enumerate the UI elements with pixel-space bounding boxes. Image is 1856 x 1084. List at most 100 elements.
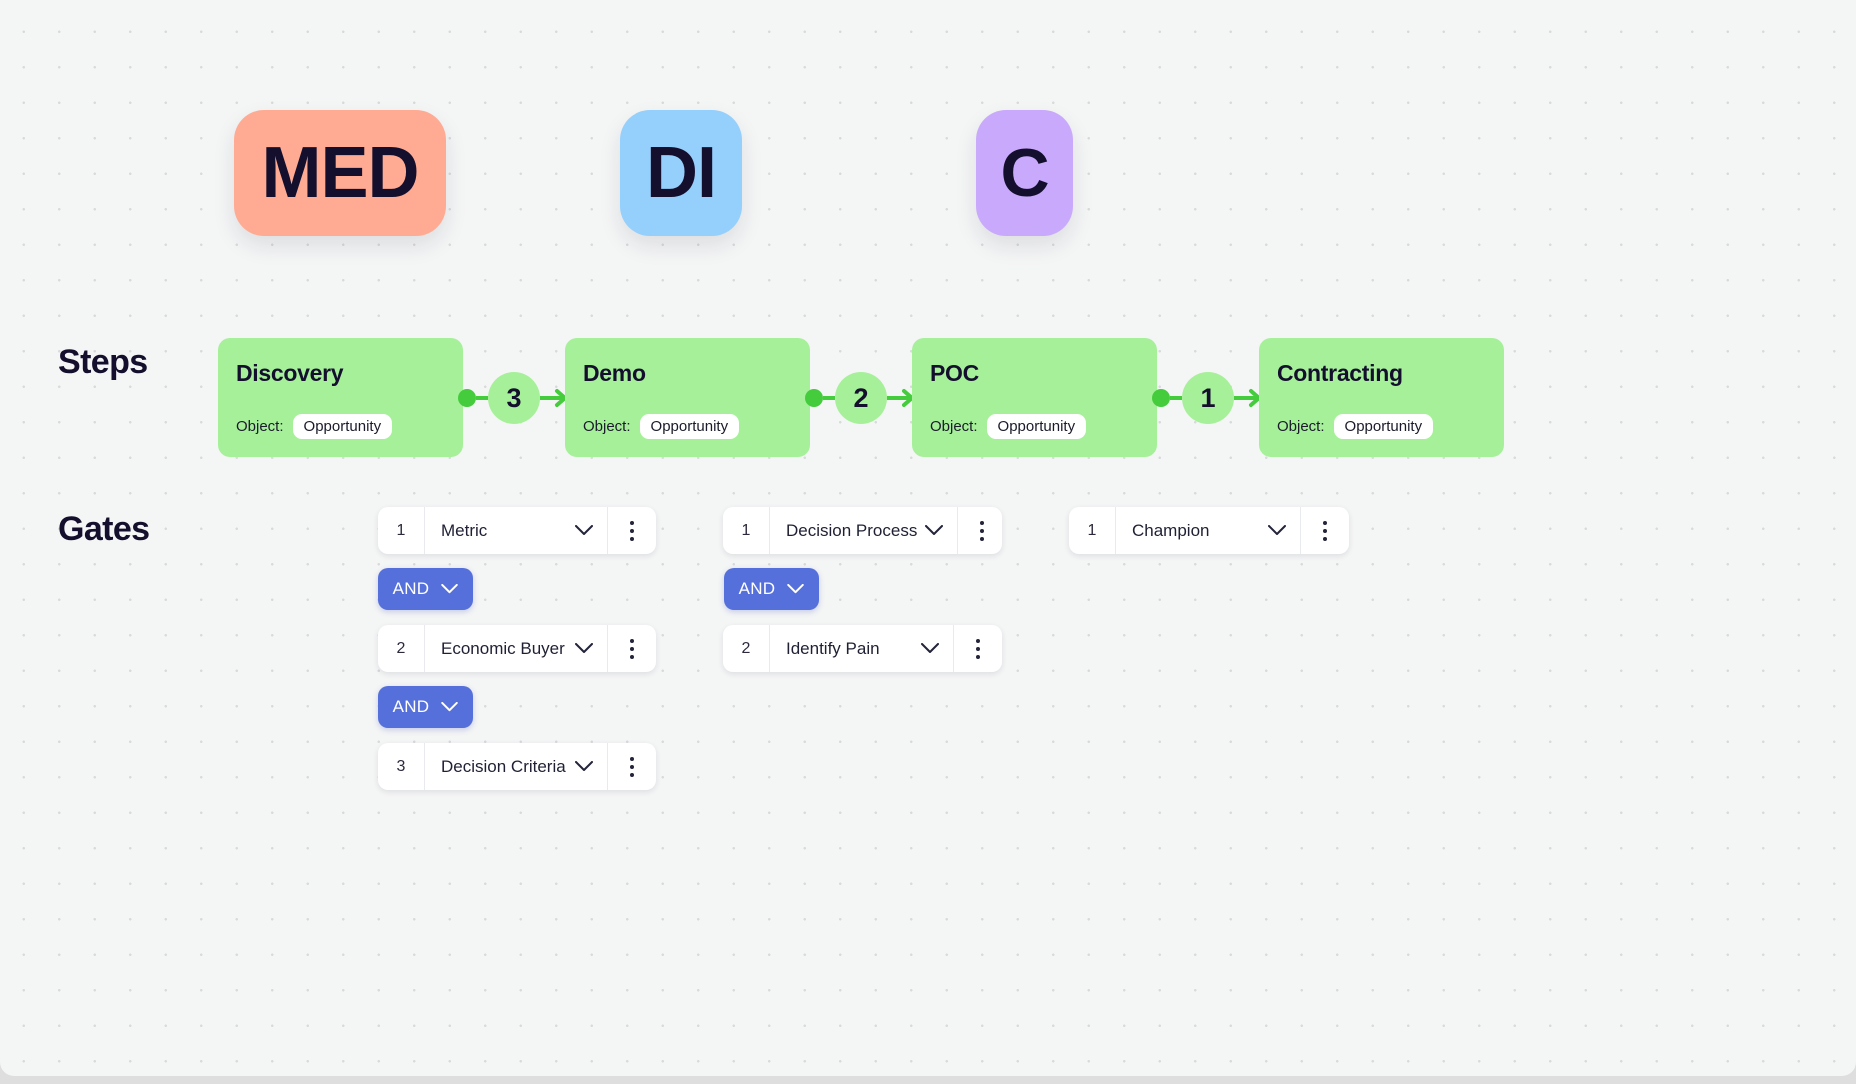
- kebab-dot-icon: [630, 528, 634, 533]
- kebab-dot-icon: [976, 638, 980, 643]
- gate-number: 1: [1069, 507, 1116, 554]
- step-object-label: Object:: [583, 418, 631, 435]
- kebab-dot-icon: [630, 756, 634, 761]
- chevron-down-icon: [1268, 525, 1286, 536]
- gate-number: 2: [723, 625, 770, 672]
- method-card-di[interactable]: DI: [620, 110, 742, 236]
- kebab-dot-icon: [630, 772, 634, 777]
- chevron-down-icon: [441, 702, 459, 712]
- gate-operator-label: AND: [392, 579, 430, 598]
- gate-select-label: Champion: [1132, 520, 1210, 540]
- step-object-row: Object: Opportunity: [1277, 414, 1486, 439]
- connector-count-badge[interactable]: 1: [1182, 372, 1234, 424]
- gate-more-options-button[interactable]: [958, 507, 1002, 554]
- gate-select[interactable]: Decision Process: [770, 507, 959, 554]
- chevron-down-icon: [575, 643, 593, 654]
- gate-operator-label: AND: [738, 579, 776, 598]
- gate-row[interactable]: 3 Decision Criteria: [378, 743, 656, 790]
- gate-number: 1: [723, 507, 770, 554]
- gate-operator-label: AND: [392, 697, 430, 716]
- gate-operator-and-button[interactable]: AND: [378, 686, 473, 728]
- connector-dot-icon: [805, 389, 823, 407]
- step-object-row: Object: Opportunity: [930, 414, 1139, 439]
- connector-line: [476, 396, 488, 400]
- step-card-discovery[interactable]: Discovery Object: Opportunity: [218, 338, 463, 457]
- chevron-down-icon: [575, 761, 593, 772]
- kebab-dot-icon: [980, 536, 985, 541]
- step-card-contracting[interactable]: Contracting Object: Opportunity: [1259, 338, 1504, 457]
- gate-select-label: Metric: [441, 520, 488, 540]
- kebab-dot-icon: [980, 528, 985, 533]
- gate-more-options-button[interactable]: [954, 625, 1002, 672]
- gate-more-options-button[interactable]: [608, 625, 656, 672]
- gate-select[interactable]: Economic Buyer: [425, 625, 608, 672]
- kebab-dot-icon: [630, 638, 634, 643]
- gate-select-label: Decision Process: [786, 520, 918, 540]
- gate-row[interactable]: 1 Champion: [1069, 507, 1349, 554]
- method-card-di-label: DI: [646, 133, 717, 213]
- step-object-label: Object:: [930, 418, 978, 435]
- step-connector-2: 2: [805, 372, 923, 424]
- kebab-dot-icon: [630, 764, 634, 769]
- gate-select-label: Identify Pain: [786, 638, 880, 658]
- gate-more-options-button[interactable]: [1301, 507, 1349, 554]
- step-object-row: Object: Opportunity: [236, 414, 445, 439]
- gate-select[interactable]: Decision Criteria: [425, 743, 608, 790]
- step-title: Contracting: [1277, 360, 1403, 386]
- kebab-dot-icon: [630, 520, 634, 525]
- gate-number: 1: [378, 507, 425, 554]
- kebab-dot-icon: [976, 646, 980, 651]
- step-title: Discovery: [236, 360, 344, 386]
- step-connector-1: 3: [458, 372, 576, 424]
- steps-section-label: Steps: [58, 343, 148, 381]
- kebab-dot-icon: [1323, 536, 1327, 541]
- connector-count-badge[interactable]: 3: [488, 372, 540, 424]
- gate-operator-and-button[interactable]: AND: [724, 568, 819, 610]
- chevron-down-icon: [441, 584, 459, 594]
- step-object-row: Object: Opportunity: [583, 414, 792, 439]
- step-object-value[interactable]: Opportunity: [1333, 414, 1434, 439]
- step-card-poc[interactable]: POC Object: Opportunity: [912, 338, 1157, 457]
- gate-more-options-button[interactable]: [608, 507, 656, 554]
- chevron-down-icon: [925, 525, 944, 536]
- step-title: Demo: [583, 360, 646, 386]
- method-card-c-label: C: [1000, 135, 1049, 211]
- gate-number: 3: [378, 743, 425, 790]
- gate-row[interactable]: 1 Metric: [378, 507, 656, 554]
- step-object-value[interactable]: Opportunity: [986, 414, 1087, 439]
- step-title: POC: [930, 360, 979, 386]
- gate-select[interactable]: Metric: [425, 507, 608, 554]
- kebab-dot-icon: [630, 654, 634, 659]
- connector-dot-icon: [458, 389, 476, 407]
- connector-line: [1170, 396, 1182, 400]
- gate-row[interactable]: 2 Identify Pain: [723, 625, 1002, 672]
- step-object-label: Object:: [1277, 418, 1325, 435]
- method-card-med-label: MED: [261, 133, 420, 213]
- gate-number: 2: [378, 625, 425, 672]
- gate-select[interactable]: Champion: [1116, 507, 1301, 554]
- step-object-value[interactable]: Opportunity: [292, 414, 393, 439]
- kebab-dot-icon: [980, 520, 985, 525]
- gate-row[interactable]: 1 Decision Process: [723, 507, 1002, 554]
- kebab-dot-icon: [976, 654, 980, 659]
- kebab-dot-icon: [1323, 520, 1327, 525]
- gate-operator-and-button[interactable]: AND: [378, 568, 473, 610]
- gate-select-label: Economic Buyer: [441, 638, 565, 658]
- step-connector-3: 1: [1152, 372, 1270, 424]
- gate-select[interactable]: Identify Pain: [770, 625, 954, 672]
- connector-dot-icon: [1152, 389, 1170, 407]
- gate-select-label: Decision Criteria: [441, 756, 566, 776]
- connector-line: [823, 396, 835, 400]
- kebab-dot-icon: [630, 536, 634, 541]
- method-card-med[interactable]: MED: [234, 110, 446, 236]
- gate-more-options-button[interactable]: [608, 743, 656, 790]
- method-card-c[interactable]: C: [976, 110, 1073, 236]
- kebab-dot-icon: [630, 646, 634, 651]
- step-card-demo[interactable]: Demo Object: Opportunity: [565, 338, 810, 457]
- gate-row[interactable]: 2 Economic Buyer: [378, 625, 656, 672]
- step-object-value[interactable]: Opportunity: [639, 414, 740, 439]
- connector-count-badge[interactable]: 2: [835, 372, 887, 424]
- chevron-down-icon: [575, 525, 593, 536]
- kebab-dot-icon: [1323, 528, 1327, 533]
